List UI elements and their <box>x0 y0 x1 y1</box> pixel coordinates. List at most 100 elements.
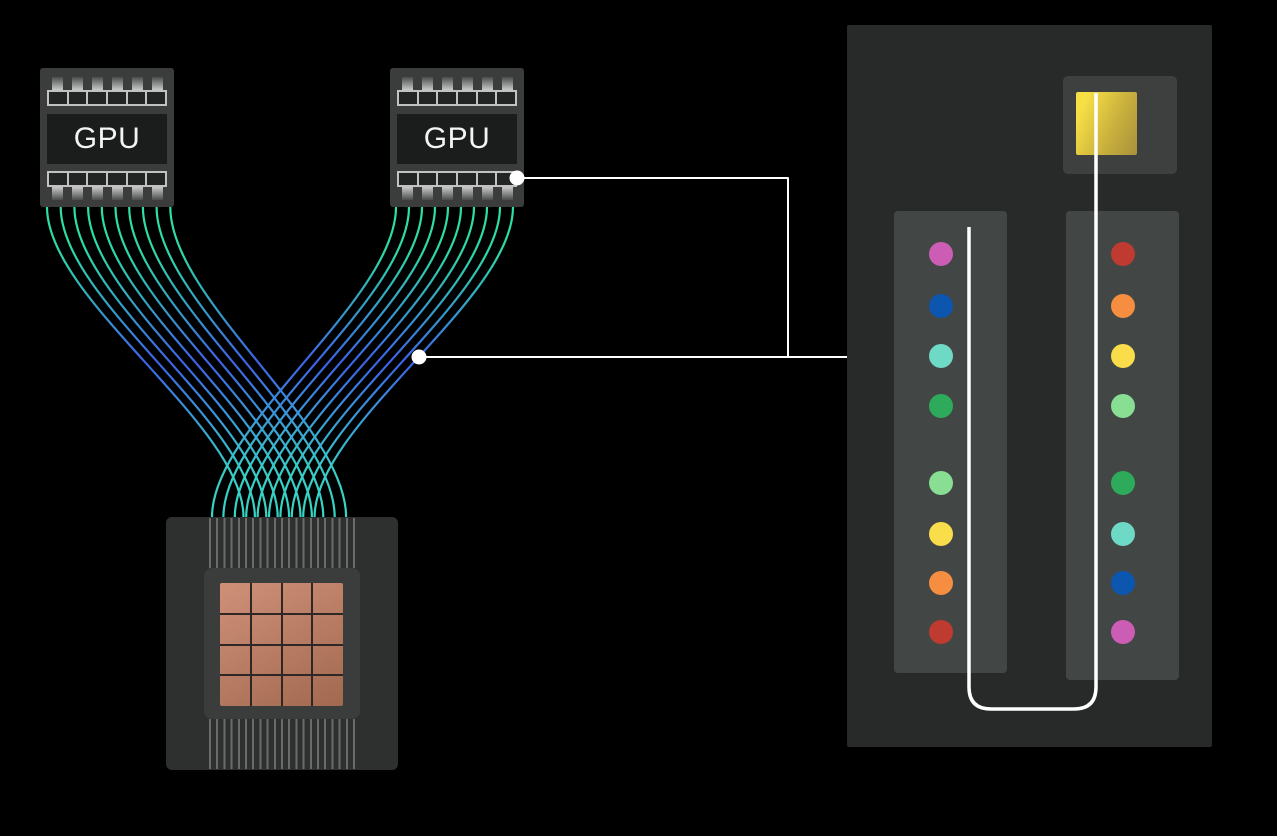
fiber-dot <box>929 242 953 266</box>
gpu-pin <box>461 187 473 200</box>
fiber-strand <box>267 206 463 518</box>
fiber-dot <box>1111 242 1135 266</box>
gpu-pad-cell <box>497 92 515 104</box>
fiber-dot <box>1111 294 1135 318</box>
gpu-pin <box>71 77 83 90</box>
gpu1-pad-row-bottom <box>47 171 167 187</box>
gpu-pin <box>151 187 163 200</box>
fiber-strand <box>290 206 489 518</box>
gpu1-pins-bottom <box>47 187 167 200</box>
gpu-pin <box>71 187 83 200</box>
gpu-pin <box>421 187 433 200</box>
gpu-pad-cell <box>497 173 515 185</box>
gpu-pin <box>421 77 433 90</box>
gpu2-pad-row-bottom <box>397 171 517 187</box>
gpu-pin <box>501 77 513 90</box>
fiber-dot <box>1111 394 1135 418</box>
switch-pins-top <box>209 518 355 568</box>
gpu-pad-cell <box>458 92 478 104</box>
gpu2-label: GPU <box>423 122 491 155</box>
fiber-strand <box>210 206 398 518</box>
gpu-pad-cell <box>108 173 128 185</box>
die-grid-line <box>220 674 343 677</box>
fiber-dot <box>929 394 953 418</box>
gpu-pad-cell <box>69 173 89 185</box>
gpu-pad-cell <box>147 92 165 104</box>
fiber-dot <box>929 344 953 368</box>
fiber-dot <box>929 294 953 318</box>
gpu2-pins-bottom <box>397 187 517 200</box>
fiber-dot <box>1111 571 1135 595</box>
fiber-column-left <box>894 211 1007 673</box>
shuffle-panel <box>847 25 1212 747</box>
gpu-pad-cell <box>419 173 439 185</box>
gpu1-pad-row-top <box>47 90 167 106</box>
gpu-pin <box>401 187 413 200</box>
gpu-chip-2: GPU <box>390 68 524 207</box>
gpu-pin <box>111 187 123 200</box>
fiber-strand <box>222 206 411 518</box>
gpu-pad-cell <box>49 92 69 104</box>
fiber-strand <box>279 206 476 518</box>
gpu-pad-cell <box>128 92 148 104</box>
gpu-pin <box>501 187 513 200</box>
fiber-dot <box>929 620 953 644</box>
fiber-column-right <box>1066 211 1179 680</box>
gpu-pin <box>151 77 163 90</box>
copper-die <box>220 583 343 706</box>
switch-package <box>166 517 398 770</box>
gpu-pin <box>481 77 493 90</box>
fiber-strand <box>73 206 268 518</box>
fiber-dot <box>929 471 953 495</box>
gpu-pin <box>111 77 123 90</box>
die-grid-line <box>311 583 314 706</box>
fiber-strand <box>256 206 450 518</box>
gpu-pad-cell <box>399 173 419 185</box>
gpu-pin <box>131 187 143 200</box>
gpu1-label: GPU <box>73 122 141 155</box>
fiber-strand <box>169 206 348 518</box>
fiber-strand <box>233 206 424 518</box>
die-grid-line <box>220 643 343 646</box>
gpu2-pins-top <box>397 77 517 90</box>
gpu-pin <box>441 77 453 90</box>
gpu-pin <box>91 187 103 200</box>
gpu-pin <box>401 77 413 90</box>
gpu-pin <box>51 187 63 200</box>
gpu-pad-cell <box>69 92 89 104</box>
gpu-pin <box>91 77 103 90</box>
gpu-pad-cell <box>88 92 109 104</box>
gpu-pad-cell <box>438 92 459 104</box>
fiber-strand <box>100 206 291 518</box>
switch-pins-bottom <box>209 719 355 769</box>
gpu2-label-box: GPU <box>397 114 517 164</box>
gpu-pad-cell <box>419 92 439 104</box>
fiber-dot <box>1111 344 1135 368</box>
fiber-strand <box>302 206 502 518</box>
gpu1-pins-top <box>47 77 167 90</box>
fiber-strand <box>114 206 302 518</box>
gpu-pad-cell <box>49 173 69 185</box>
gpu-pad-cell <box>399 92 419 104</box>
gpu-pin <box>481 187 493 200</box>
gpu-pad-cell <box>88 173 109 185</box>
gpu-pad-cell <box>478 92 498 104</box>
gpu-pad-cell <box>438 173 459 185</box>
gpu-pad-cell <box>458 173 478 185</box>
fiber-dot <box>929 522 953 546</box>
gpu2-pad-row-top <box>397 90 517 106</box>
fiber-dot <box>1111 620 1135 644</box>
gpu-pin <box>51 77 63 90</box>
gpu-pin <box>131 77 143 90</box>
gpu-pad-cell <box>147 173 165 185</box>
transceiver-slot <box>1063 76 1177 174</box>
gpu-pad-cell <box>128 173 148 185</box>
switch-substrate <box>204 568 360 719</box>
gpu-pad-cell <box>478 173 498 185</box>
gpu-pad-cell <box>108 92 128 104</box>
fiber-dot <box>1111 471 1135 495</box>
gpu-chip-1: GPU <box>40 68 174 207</box>
gpu-pin <box>461 77 473 90</box>
fiber-strand <box>313 206 515 518</box>
